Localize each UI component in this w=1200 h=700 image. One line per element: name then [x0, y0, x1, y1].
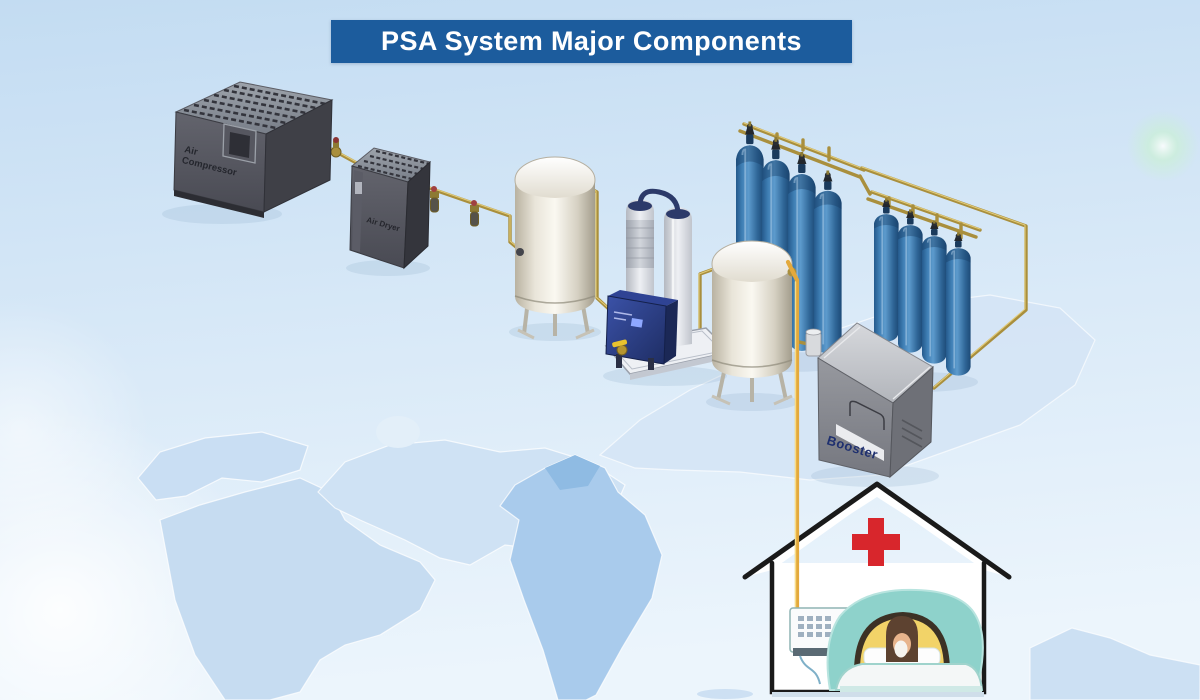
title-banner: PSA System Major Components — [331, 20, 852, 63]
psa-top-piping — [637, 188, 681, 215]
oxygen-cylinder — [945, 231, 972, 377]
oxygen-cylinder — [813, 169, 843, 355]
oxygen-supply-pipe — [785, 259, 800, 615]
psa-control-cabinet — [605, 290, 678, 370]
air-filter-icon — [430, 186, 439, 213]
lens-flare — [1127, 110, 1199, 182]
inline-valve-icon — [330, 137, 342, 158]
air-dryer: Air Dryer — [349, 147, 432, 270]
oxygen-cylinder — [897, 208, 924, 354]
patient — [886, 616, 918, 662]
monitor-buttons — [798, 616, 831, 637]
map-region-india — [499, 454, 663, 700]
svg-text:Air: Air — [183, 144, 199, 158]
map-region-kashmir — [545, 455, 600, 490]
map-caspian-sea — [376, 416, 420, 448]
tank-legs — [711, 371, 793, 406]
bed-base — [840, 686, 982, 692]
dryer-vent-grille — [357, 149, 430, 181]
patient-room-scene — [789, 588, 984, 692]
air-compressor: Air Compressor — [173, 81, 334, 218]
oxygen-cylinder — [921, 219, 948, 365]
air-receiver-tank — [514, 156, 596, 340]
map-island — [697, 689, 753, 699]
cloud-haze — [0, 300, 150, 560]
oxygen-receiver-tank — [711, 240, 793, 406]
map-region-turkey — [137, 431, 309, 501]
page-title: PSA System Major Components — [381, 26, 802, 56]
asia-map-background — [137, 294, 1200, 700]
map-region-southeast-asia — [1029, 627, 1200, 700]
air-filter-icon — [470, 200, 479, 227]
map-region-arabia — [159, 477, 436, 700]
oxygen-mask — [894, 640, 908, 658]
booster-compressor: Booster — [797, 322, 934, 479]
bed-sheet — [834, 663, 984, 691]
red-cross-icon — [852, 518, 900, 566]
oxygen-cylinder — [787, 151, 817, 352]
oxygen-cylinder — [873, 197, 900, 343]
psa-drain-valve — [612, 339, 628, 356]
patient-bed — [826, 588, 984, 692]
hospital-floor-shadow — [772, 692, 984, 697]
booster-inlet-filter — [797, 328, 822, 357]
tank-inlet-fitting — [516, 248, 524, 256]
hospital-roof — [742, 481, 1012, 580]
psa-oxygen-generator — [604, 188, 732, 380]
